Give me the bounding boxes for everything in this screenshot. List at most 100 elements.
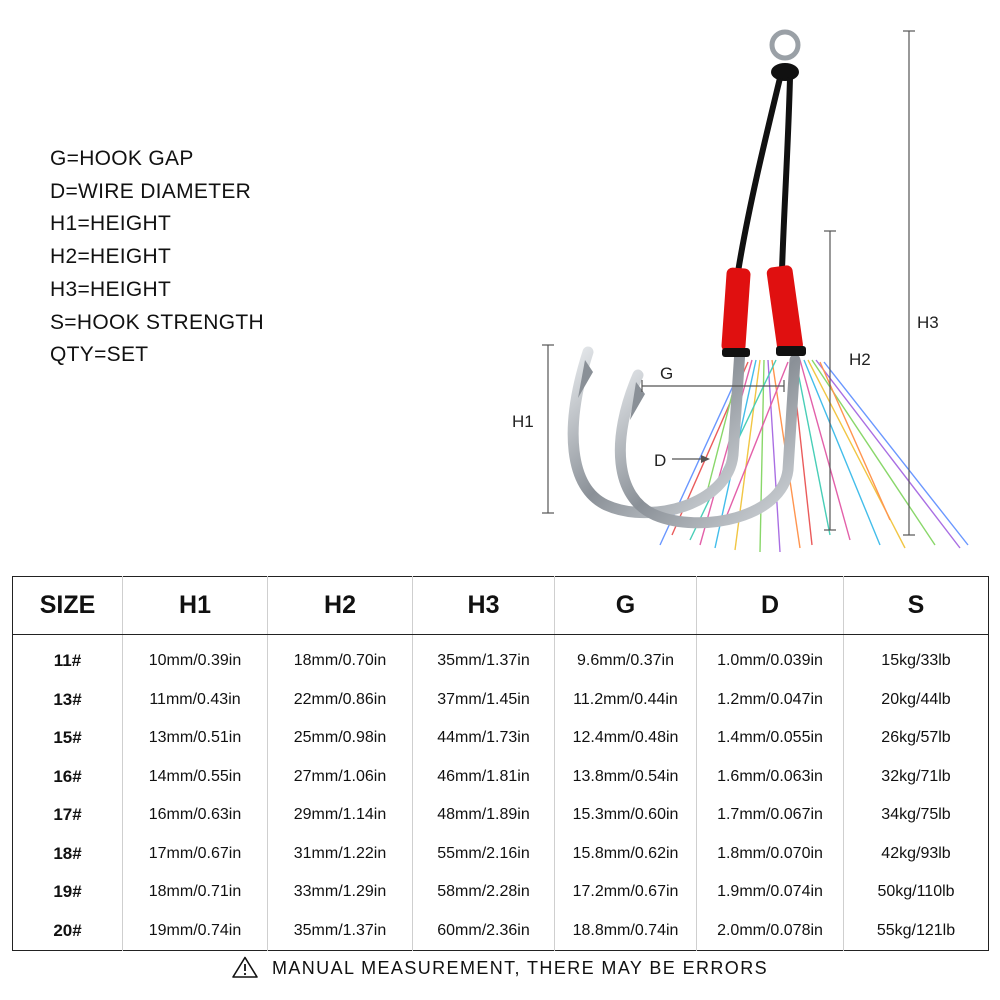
cell-h1: 19mm/0.74in: [122, 911, 268, 951]
cell-h3: 46mm/1.81in: [412, 757, 555, 796]
header-h1: H1: [122, 576, 268, 635]
cell-h3: 55mm/2.16in: [412, 834, 555, 873]
footnote-text: MANUAL MEASUREMENT, THERE MAY BE ERRORS: [271, 958, 768, 978]
cell-h2: 18mm/0.70in: [267, 634, 413, 681]
h1-label: H1: [512, 412, 534, 431]
header-s: S: [843, 576, 989, 635]
cell-s: 20kg/44lb: [843, 680, 989, 719]
assist-cord-left: [735, 77, 783, 273]
cell-h3: 48mm/1.89in: [412, 796, 555, 835]
cell-h1: 10mm/0.39in: [122, 634, 268, 681]
cell-d: 2.0mm/0.078in: [696, 911, 844, 951]
h3-label: H3: [917, 313, 939, 332]
thread-band-left: [722, 348, 750, 357]
cell-h3: 58mm/2.28in: [412, 873, 555, 912]
cell-h2: 29mm/1.14in: [267, 796, 413, 835]
cell-h1: 17mm/0.67in: [122, 834, 268, 873]
cell-g: 18.8mm/0.74in: [554, 911, 697, 951]
cell-h3: 60mm/2.36in: [412, 911, 555, 951]
cell-h1: 18mm/0.71in: [122, 873, 268, 912]
d-pointer-arrowhead: [701, 455, 710, 463]
warning-triangle-icon: [232, 956, 258, 978]
header-h3: H3: [412, 576, 555, 635]
hook-right-barb: [630, 382, 645, 420]
thread-band-right: [776, 346, 806, 356]
cell-size: 16#: [53, 766, 82, 786]
thread-wrap-left: [721, 267, 751, 353]
cell-g: 12.4mm/0.48in: [554, 719, 697, 758]
header-g: G: [554, 576, 697, 635]
d-label: D: [654, 451, 666, 470]
cell-h3: 44mm/1.73in: [412, 719, 555, 758]
cell-h2: 27mm/1.06in: [267, 757, 413, 796]
cell-g: 17.2mm/0.67in: [554, 873, 697, 912]
cell-g: 11.2mm/0.44in: [554, 680, 697, 719]
hook-left: [567, 344, 746, 519]
cell-s: 32kg/71lb: [843, 757, 989, 796]
cell-size: 18#: [53, 843, 82, 863]
header-size: SIZE: [12, 576, 123, 635]
legend-item-qty: QTY=SET: [50, 343, 149, 367]
cell-h3: 37mm/1.45in: [412, 680, 555, 719]
g-label: G: [660, 364, 673, 383]
cell-s: 34kg/75lb: [843, 796, 989, 835]
cell-size: 19#: [53, 882, 82, 902]
cell-h2: 31mm/1.22in: [267, 834, 413, 873]
cell-d: 1.4mm/0.055in: [696, 719, 844, 758]
cell-h2: 25mm/0.98in: [267, 719, 413, 758]
hook-right: [614, 354, 801, 529]
h2-label: H2: [849, 350, 871, 369]
hook-left-barb: [578, 360, 593, 398]
cell-s: 55kg/121lb: [843, 911, 989, 951]
cell-g: 15.8mm/0.62in: [554, 834, 697, 873]
table-header-row: SIZE H1 H2 H3 G D S: [12, 576, 989, 635]
cell-s: 15kg/33lb: [843, 634, 989, 681]
cell-d: 1.9mm/0.074in: [696, 873, 844, 912]
thread-wrap-right: [766, 265, 803, 353]
cell-size: 13#: [53, 689, 82, 709]
header-d: D: [696, 576, 844, 635]
legend-item-h1: H1=HEIGHT: [50, 212, 172, 236]
cell-g: 9.6mm/0.37in: [554, 634, 697, 681]
cell-s: 50kg/110lb: [843, 873, 989, 912]
cell-g: 15.3mm/0.60in: [554, 796, 697, 835]
cell-h2: 22mm/0.86in: [267, 680, 413, 719]
legend-item-hook-strength: S=HOOK STRENGTH: [50, 310, 264, 334]
legend-item-h2: H2=HEIGHT: [50, 245, 172, 269]
cell-d: 1.8mm/0.070in: [696, 834, 844, 873]
cell-d: 1.6mm/0.063in: [696, 757, 844, 796]
cell-g: 13.8mm/0.54in: [554, 757, 697, 796]
cell-size: 15#: [53, 728, 82, 748]
cell-size: 17#: [53, 805, 82, 825]
hook-diagram: H1 H2 H3 G D: [512, 29, 969, 553]
cell-size: 20#: [53, 920, 82, 940]
cell-size: 11#: [53, 651, 82, 671]
legend-item-hook-gap: G=HOOK GAP: [50, 147, 194, 170]
cell-h1: 16mm/0.63in: [122, 796, 268, 835]
cell-h1: 11mm/0.43in: [122, 680, 268, 719]
cell-h3: 35mm/1.37in: [412, 634, 555, 681]
cell-h2: 35mm/1.37in: [267, 911, 413, 951]
cord-knot: [771, 63, 799, 81]
cell-h1: 13mm/0.51in: [122, 719, 268, 758]
legend-item-h3: H3=HEIGHT: [50, 277, 172, 301]
legend: G=HOOK GAP D=WIRE DIAMETER H1=HEIGHT H2=…: [50, 143, 264, 372]
assist-cord-right: [779, 77, 793, 271]
header-h2: H2: [267, 576, 413, 635]
cell-h1: 14mm/0.55in: [122, 757, 268, 796]
cell-s: 42kg/93lb: [843, 834, 989, 873]
legend-item-wire-diameter: D=WIRE DIAMETER: [50, 179, 252, 203]
cell-d: 1.2mm/0.047in: [696, 680, 844, 719]
cell-s: 26kg/57lb: [843, 719, 989, 758]
split-ring: [769, 29, 801, 61]
